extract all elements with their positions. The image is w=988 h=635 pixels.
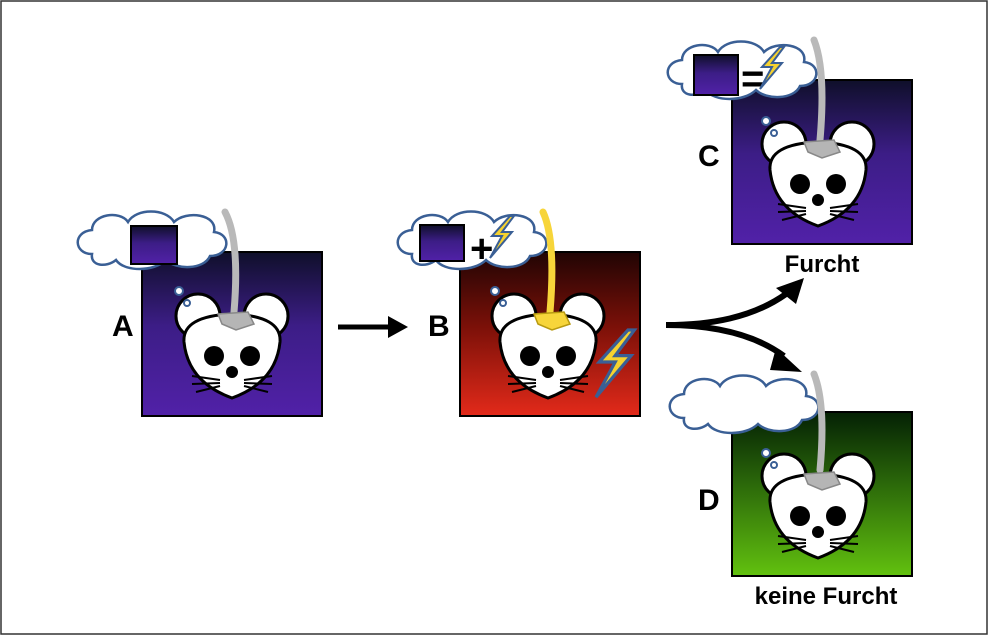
arrow-to-c [665, 291, 788, 328]
panel-b-plus-sign: + [470, 227, 493, 271]
panel-b: + B [396, 208, 641, 417]
panel-a-optic-fiber [221, 208, 240, 316]
panel-d-caption: keine Furcht [755, 583, 898, 610]
panel-a: A [76, 208, 323, 417]
arrow-to-d [665, 322, 786, 359]
panel-c-optic-fiber [810, 36, 826, 144]
panel-c-implant [802, 139, 842, 159]
panel-c: = C Furcht [666, 36, 913, 278]
branch-arrows [665, 278, 804, 372]
panel-a-letter: A [112, 310, 134, 343]
arrow-a-to-b [338, 316, 408, 338]
panel-d-thought-cloud-empty [668, 374, 820, 435]
panel-d-optic-fiber [810, 370, 826, 474]
panel-b-thought-cube [419, 224, 465, 262]
panel-c-thought-cube [693, 54, 739, 96]
panel-b-optic-fiber [539, 208, 556, 316]
panel-a-implant [216, 311, 256, 331]
panel-b-letter: B [428, 310, 450, 343]
panel-c-equals-sign: = [741, 57, 764, 101]
arrow-to-c-head [776, 278, 804, 304]
panel-d-implant [802, 471, 842, 491]
panel-b-implant [532, 311, 572, 331]
panel-c-caption: Furcht [785, 251, 860, 278]
panel-c-letter: C [698, 140, 720, 173]
panel-d-letter: D [698, 484, 720, 517]
panel-a-thought-cube [130, 225, 178, 265]
arrow-to-d-head [770, 348, 802, 372]
panel-d: D keine Furcht [668, 370, 913, 610]
